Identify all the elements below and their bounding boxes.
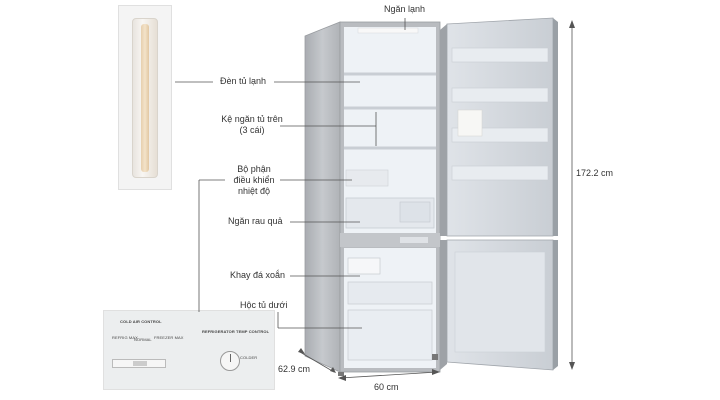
- label-shelves-line2: (3 cái): [239, 125, 265, 135]
- door-bin-2: [451, 87, 549, 103]
- foot-left: [338, 372, 344, 376]
- lower-door-frame: [553, 240, 558, 370]
- slider-knob[interactable]: [133, 361, 147, 366]
- temp-title: REFRIGERATOR TEMP CONTROL: [202, 329, 270, 334]
- label-ice-tray: Khay đá xoắn: [230, 270, 286, 280]
- dim-width-line: [339, 371, 439, 379]
- dim-height-label: 172.2 cm: [576, 168, 614, 178]
- upper-door-frame: [553, 18, 558, 236]
- cold-air-slider[interactable]: [112, 359, 166, 368]
- label-control-line1: Bộ phận: [237, 164, 271, 174]
- foot-right: [432, 354, 438, 360]
- upper-door-edge: [440, 24, 447, 236]
- ice-tray: [347, 257, 381, 275]
- door-bin-1: [451, 47, 549, 63]
- lamp-thumbnail: [118, 5, 172, 190]
- dim-depth-label: 62.9 cm: [278, 364, 311, 374]
- dim-height-arrow-top: [569, 20, 575, 28]
- label-lamp: Đèn tủ lạnh: [220, 76, 267, 86]
- interior-lamp: [357, 27, 419, 34]
- label-vegetable: Ngăn rau quả: [228, 216, 283, 226]
- label-shelves: Kệ ngăn tủ trên (3 cái): [220, 114, 284, 136]
- lower-door-edge: [440, 240, 447, 370]
- colder-text: COLDER: [240, 355, 258, 360]
- normal-text: NORMAL: [134, 337, 152, 342]
- freezer-door-panel: [454, 251, 546, 353]
- interior-control: [345, 169, 389, 187]
- divider-band: [340, 233, 440, 247]
- cabinet-side: [304, 21, 341, 373]
- freezer-drawer-bottom: [347, 309, 433, 361]
- dim-width-label: 60 cm: [374, 382, 399, 392]
- label-control: Bộ phận điều khiển nhiệt độ: [228, 164, 280, 197]
- dim-width-arrow-right: [432, 369, 440, 375]
- refrig-max-text: REFRIG MAX: [112, 335, 138, 340]
- cold-air-title: COLD AIR CONTROL: [120, 319, 162, 324]
- label-top-fridge: Ngăn lạnh: [384, 4, 426, 14]
- freezer-drawer-top: [347, 281, 433, 305]
- dim-width-arrow-left: [338, 375, 346, 381]
- lamp-bulb: [141, 24, 149, 172]
- control-panel-thumbnail: COLD AIR CONTROL REFRIG MAX NORMAL FREEZ…: [103, 310, 275, 390]
- dim-depth-arrow-top: [298, 348, 305, 354]
- label-freezer: Hộc tủ dưới: [240, 300, 288, 310]
- dial-pointer: [230, 354, 231, 362]
- freezer-max-text: FREEZER MAX: [154, 335, 184, 340]
- label-shelves-line1: Kệ ngăn tủ trên: [221, 114, 283, 124]
- dim-height-arrow-bottom: [569, 362, 575, 370]
- door-bin-4: [451, 165, 549, 181]
- divider-label: [400, 237, 428, 243]
- dim-depth-line: [299, 351, 335, 373]
- label-control-line3: nhiệt độ: [237, 186, 271, 196]
- temp-dial[interactable]: [220, 351, 240, 371]
- crisper-handle: [399, 201, 431, 223]
- label-control-line2: điều khiển: [233, 175, 275, 185]
- door-sticker: [457, 109, 483, 137]
- dim-depth-arrow-bottom: [330, 367, 336, 373]
